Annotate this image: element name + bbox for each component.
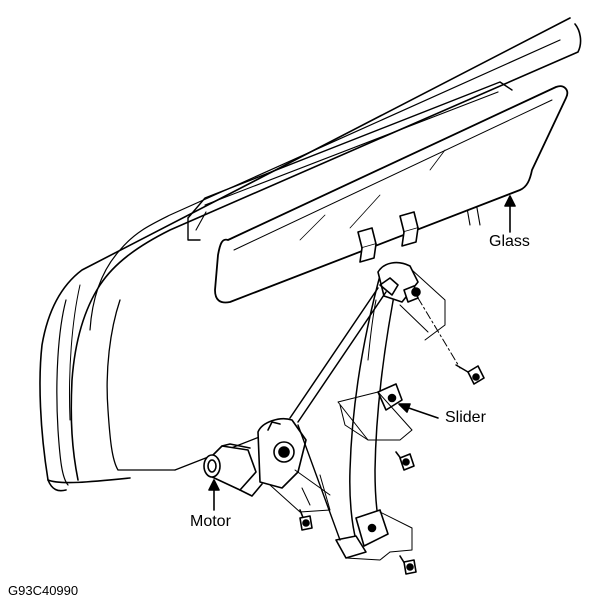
bolt-icon (399, 555, 417, 575)
figure-code: G93C40990 (8, 583, 79, 598)
bolt-icon (455, 364, 485, 385)
alignment-line (417, 297, 461, 369)
bolt-icon (299, 509, 313, 531)
glass-panel (214, 85, 569, 304)
motor-leader (208, 479, 220, 511)
upper-bracket (377, 261, 446, 341)
slider-label: Slider (445, 409, 486, 426)
glass-label: Glass (489, 233, 530, 250)
bolt-icon (395, 451, 415, 471)
lift-arm (289, 287, 387, 423)
slider-part (337, 383, 413, 441)
lower-bracket (297, 424, 413, 561)
glass-leader (504, 195, 516, 233)
slider-leader (398, 403, 439, 419)
motor-assembly (203, 417, 331, 513)
motor-label: Motor (190, 513, 231, 530)
